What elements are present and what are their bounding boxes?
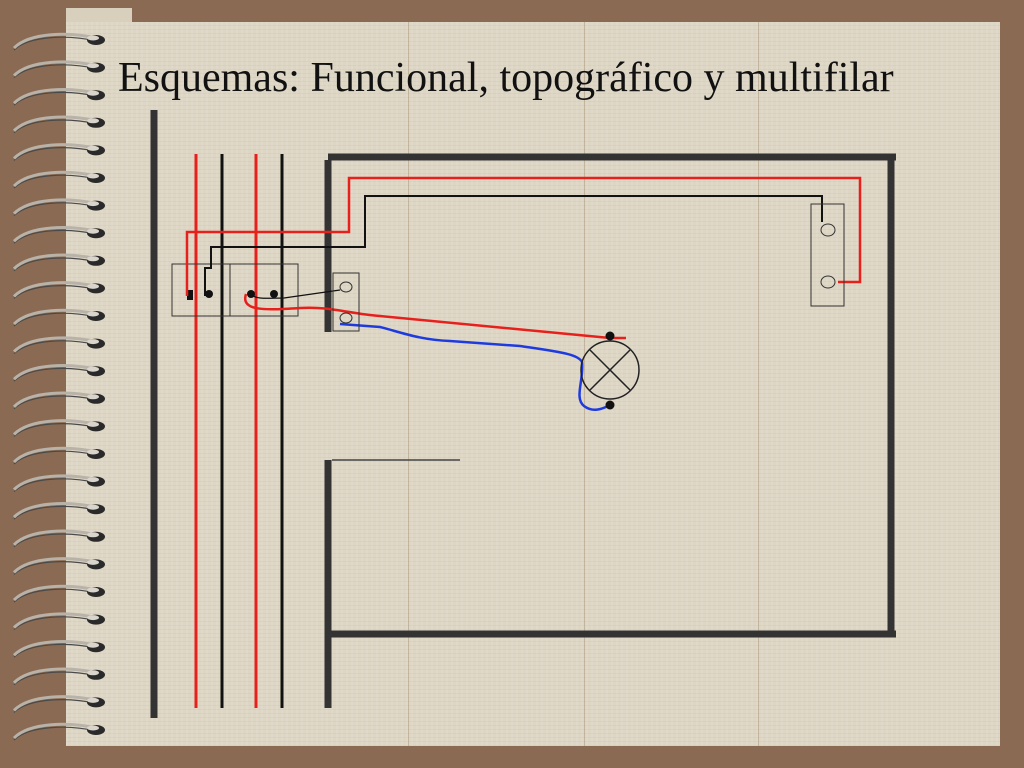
lamp-terminal: [605, 331, 615, 341]
spiral-ring: [12, 198, 105, 217]
spiral-ring: [12, 419, 105, 437]
spiral-ring: [12, 88, 105, 106]
spiral-ring: [12, 308, 105, 327]
spiral-ring: [12, 143, 105, 161]
spiral-ring: [12, 557, 105, 575]
terminal-screw: [270, 290, 278, 298]
terminal-screw: [205, 290, 213, 298]
spiral-ring: [12, 336, 105, 355]
spiral-ring: [12, 391, 105, 410]
spiral-ring: [12, 60, 105, 79]
spiral-binding-icon: [12, 32, 105, 741]
paper-fold-line: [408, 22, 409, 746]
neutral-wire-to-lamp: [339, 322, 609, 411]
lamp-icon: [580, 331, 640, 410]
spiral-ring: [12, 667, 105, 686]
spiral-ring: [12, 474, 105, 493]
spiral-ring: [12, 722, 105, 741]
room-walls: [150, 110, 896, 718]
spiral-ring: [12, 529, 105, 548]
spiral-ring: [12, 612, 105, 631]
spiral-ring: [12, 226, 105, 244]
spiral-ring: [12, 695, 105, 713]
spiral-ring: [12, 115, 105, 134]
switch-icon: [332, 272, 360, 332]
paper-fold-line: [758, 22, 759, 746]
spiral-ring: [12, 502, 105, 520]
neutral-wire-to-outlet: [204, 195, 823, 296]
lamp-terminal: [605, 400, 615, 410]
outlet-icon: [810, 203, 845, 307]
spiral-ring: [12, 364, 105, 382]
switch-return-wire: [250, 289, 341, 299]
spiral-ring: [12, 281, 105, 299]
terminal-block-left: [187, 290, 193, 300]
phase-wire-to-outlet: [185, 176, 862, 296]
page-title: Esquemas: Funcional, topográfico y multi…: [118, 55, 894, 101]
spiral-ring: [12, 253, 105, 272]
spiral-ring: [12, 32, 105, 51]
spiral-ring: [12, 584, 105, 603]
spiral-ring: [12, 446, 105, 465]
spiral-ring: [12, 640, 105, 658]
phase-wire-to-switch: [243, 293, 626, 340]
spiral-ring: [12, 170, 105, 189]
